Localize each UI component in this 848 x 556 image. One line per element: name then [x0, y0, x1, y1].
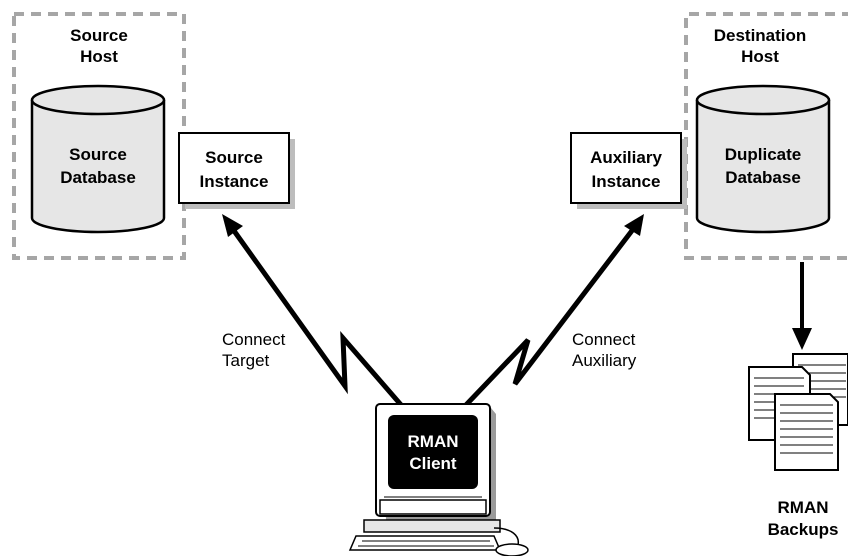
destination-host-label-line2: Host	[741, 47, 779, 66]
duplicate-database: Duplicate Database	[695, 84, 831, 234]
connect-auxiliary-label-line2: Auxiliary	[572, 351, 637, 370]
backup-arrow	[792, 262, 812, 350]
source-database-label-line2: Database	[60, 168, 136, 187]
connect-auxiliary-arrow	[463, 214, 644, 408]
source-instance-label-line2: Instance	[200, 172, 269, 191]
source-host-label-line1: Source	[70, 26, 128, 45]
rman-backups-label-line1: RMAN	[778, 498, 829, 517]
connect-target-label-line2: Target	[222, 351, 270, 370]
destination-host-label-line1: Destination	[714, 26, 807, 45]
destination-host: Destination Host	[684, 12, 848, 260]
connect-auxiliary-label-line1: Connect	[572, 330, 636, 349]
auxiliary-instance-label-line2: Instance	[592, 172, 661, 191]
connect-target-label-line1: Connect	[222, 330, 286, 349]
rman-client-computer-icon	[348, 403, 529, 556]
duplicate-database-label-line2: Database	[725, 168, 801, 187]
source-host-label-line2: Host	[80, 47, 118, 66]
rman-client-label-line1: RMAN	[408, 432, 459, 451]
connect-target-arrow	[222, 214, 404, 408]
rman-client-label-line2: Client	[409, 454, 457, 473]
source-database-label-line1: Source	[69, 145, 127, 164]
source-instance-label-line1: Source	[205, 148, 263, 167]
source-database: Source Database	[30, 84, 166, 234]
duplicate-database-label-line1: Duplicate	[725, 145, 802, 164]
auxiliary-instance: Auxiliary Instance	[570, 132, 687, 209]
auxiliary-instance-label-line1: Auxiliary	[590, 148, 662, 167]
rman-backups-label-line2: Backups	[768, 520, 839, 539]
rman-backups-icon	[748, 353, 848, 471]
source-instance: Source Instance	[178, 132, 295, 209]
